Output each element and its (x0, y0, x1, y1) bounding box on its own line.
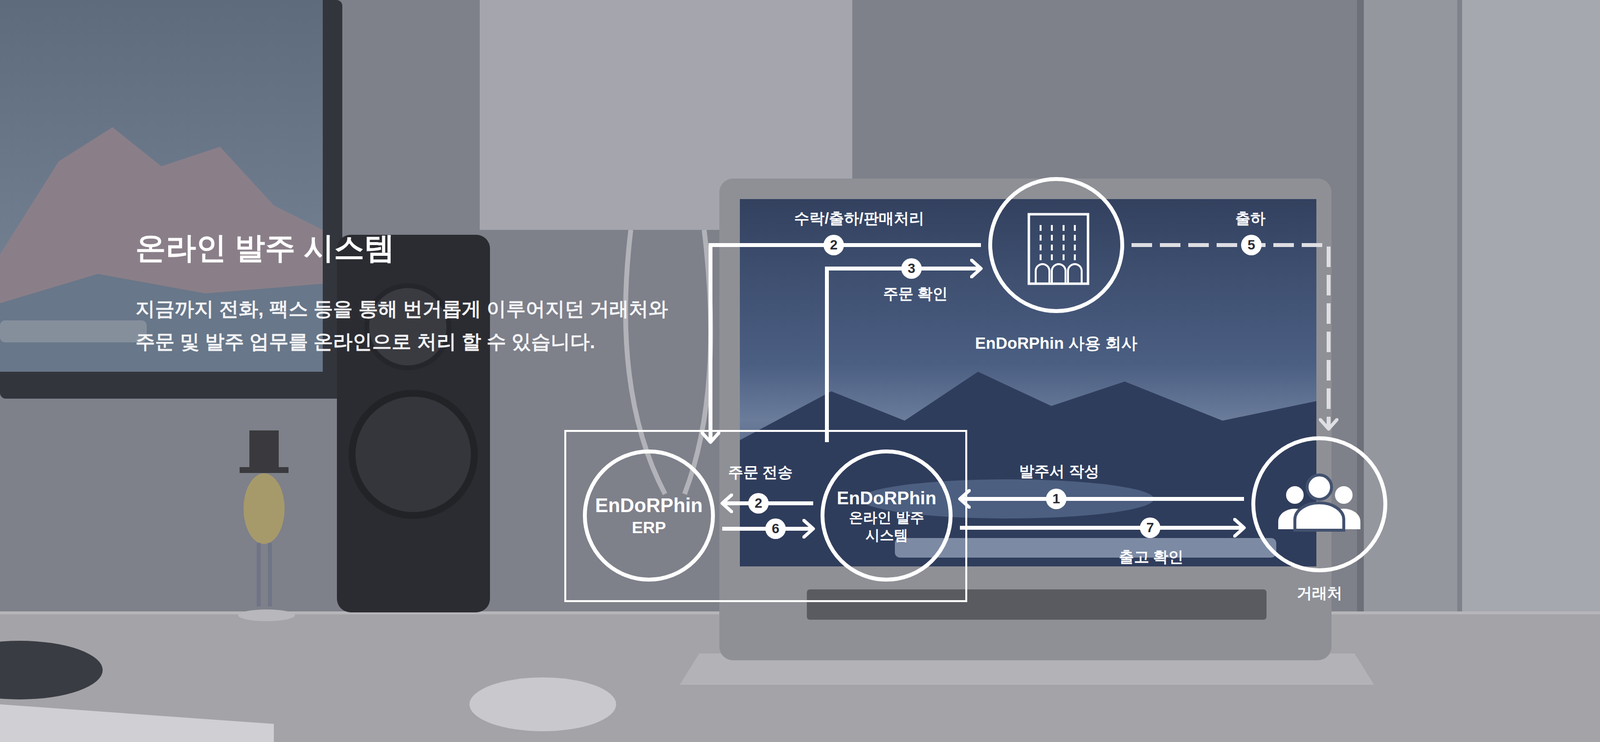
circle-outline (1250, 435, 1388, 573)
building-icon (1039, 234, 1042, 241)
building-icon (1062, 234, 1065, 241)
desk (469, 677, 617, 732)
building-icon (1073, 254, 1076, 261)
flow-arrow (959, 525, 1245, 530)
speaker (336, 234, 490, 613)
wall (1462, 0, 1600, 636)
callout-number: 6 (765, 518, 786, 539)
building-icon (1073, 224, 1076, 231)
wall (0, 0, 1600, 636)
building-icon (1050, 254, 1053, 261)
flow-arrow (710, 244, 981, 443)
callout-number: 2 (748, 492, 769, 514)
node-label: 온라인 발주 시스템 (837, 509, 936, 544)
figurine (267, 542, 272, 607)
edge-label: 수락/출하/판매처리 (794, 209, 924, 228)
people-icon (1286, 486, 1304, 504)
figurine (238, 609, 295, 622)
wall (1356, 0, 1364, 636)
figurine (238, 430, 295, 622)
laptop (894, 537, 1277, 558)
wall (0, 0, 1600, 636)
circle-outline (990, 178, 1123, 312)
caption: 지금까지 전화, 팩스 등을 통해 번거롭게 이루어지던 거래처와 주문 및 발… (135, 292, 674, 358)
building-icon (1050, 244, 1053, 251)
edge-label: 출고 확인 (1118, 547, 1184, 566)
laptop (739, 199, 1317, 567)
callout-number: 7 (1139, 517, 1161, 538)
node-text-holder: 거래처 (1296, 583, 1343, 603)
wall (1359, 0, 1600, 636)
node-label: EnDoRPhin (595, 493, 703, 518)
edge-label: 출하 (1235, 209, 1266, 228)
people-icon (1294, 502, 1344, 531)
edge-label: 발주서 작성 (1019, 462, 1100, 481)
building-icon (1050, 224, 1053, 231)
monitor (0, 320, 147, 343)
building-icon (1073, 234, 1076, 241)
building-icon (1039, 254, 1042, 261)
callout-number: 2 (823, 234, 845, 256)
people-icon (1278, 474, 1361, 531)
node-caption: EnDoRPhin 사용 회사 (975, 333, 1138, 354)
building-icon (1028, 214, 1089, 284)
building-icon (1039, 244, 1042, 251)
node-text-holder: EnDoRPhin 사용 회사 (975, 333, 1138, 354)
node-caption: 거래처 (1296, 583, 1343, 603)
building-icon (1040, 224, 1075, 261)
figurine (239, 466, 289, 473)
figurine (256, 542, 261, 607)
figurine (249, 430, 279, 470)
circle-outline (584, 451, 713, 580)
node-label: ERP (631, 517, 667, 538)
figurine (243, 473, 285, 544)
desk (0, 640, 103, 700)
speaker (352, 393, 475, 516)
building-icon (1062, 224, 1065, 231)
building-icon (1039, 224, 1042, 231)
callout-number: 1 (1045, 488, 1067, 510)
circle-outline (822, 451, 951, 580)
people-icon (1334, 486, 1353, 504)
node-circle: EnDoRPhinERP (582, 448, 716, 582)
building-icon (1050, 234, 1053, 241)
node-circle: EnDoRPhin 사용 회사 (987, 176, 1125, 314)
flow-arrow (959, 496, 1245, 501)
title: 온라인 발주 시스템 (135, 229, 395, 267)
speaker (336, 234, 490, 613)
flow-arrow (826, 268, 981, 443)
building-icon (1062, 254, 1065, 261)
node-text-holder: EnDoRPhinERP (582, 448, 716, 582)
node-label: EnDoRPhin (836, 487, 936, 510)
callout-number: 5 (1241, 234, 1262, 256)
laptop (719, 178, 1332, 661)
callout-number: 3 (901, 258, 922, 279)
circle-outline (1253, 438, 1386, 571)
laptop (806, 589, 1267, 620)
node-text-holder: EnDoRPhin온라인 발주 시스템 (820, 448, 954, 582)
people-icon (1307, 474, 1332, 500)
group-frame (565, 430, 967, 601)
node-circle: 거래처 (1250, 435, 1388, 573)
edge-label: 주문 전송 (728, 463, 794, 482)
monitor (0, 273, 323, 372)
dashed-arrow (1131, 244, 1329, 429)
desk (0, 704, 274, 742)
building-icon (1062, 244, 1065, 251)
building-icon (1035, 264, 1082, 284)
connector-layer (710, 244, 1329, 529)
building-icon (1028, 214, 1089, 284)
node-circle: EnDoRPhin온라인 발주 시스템 (820, 448, 954, 582)
building-icon (1073, 244, 1076, 251)
edge-label: 주문 확인 (883, 284, 949, 303)
wall (1457, 0, 1463, 636)
group-frame (565, 430, 967, 601)
circle-outline (987, 176, 1125, 314)
